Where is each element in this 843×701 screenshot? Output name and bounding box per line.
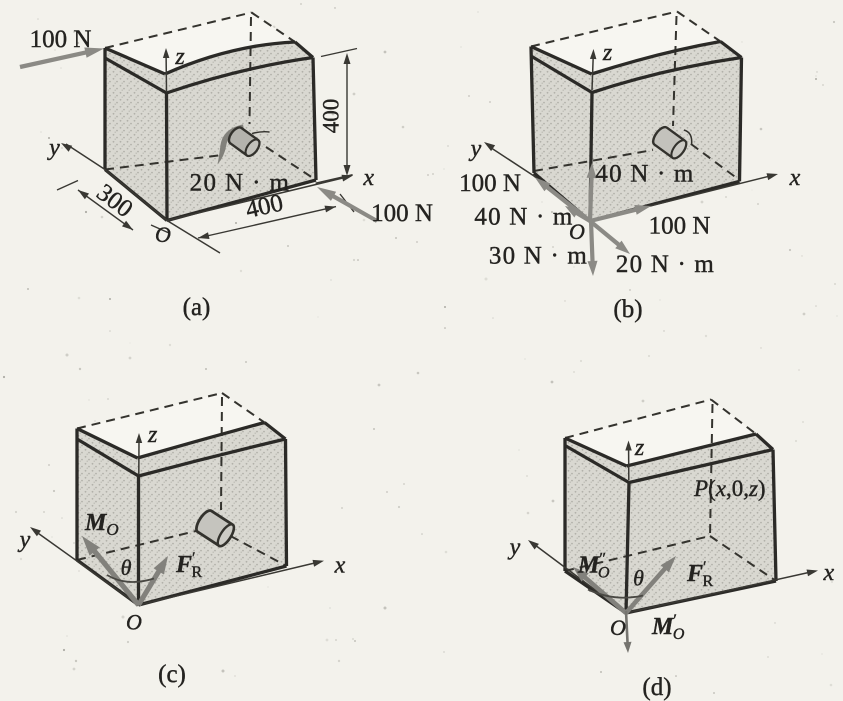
svg-text:F′R: F′R — [686, 559, 714, 590]
svg-text:40 N · m: 40 N · m — [474, 204, 573, 231]
svg-text:100 N: 100 N — [649, 213, 711, 240]
svg-text:(d): (d) — [642, 674, 671, 701]
svg-text:O: O — [610, 615, 626, 640]
svg-text:z: z — [634, 435, 645, 461]
svg-text:x: x — [822, 560, 834, 586]
svg-text:y: y — [469, 136, 482, 162]
svg-text:(a): (a) — [183, 294, 211, 321]
svg-text:(b): (b) — [613, 296, 642, 323]
svg-text:O: O — [126, 610, 142, 635]
svg-text:x: x — [362, 165, 374, 191]
svg-text:O: O — [569, 219, 585, 244]
svg-text:(c): (c) — [158, 661, 186, 688]
svg-text:y: y — [508, 535, 521, 561]
svg-text:100 N: 100 N — [371, 200, 433, 227]
svg-text:x: x — [789, 165, 801, 191]
svg-text:z: z — [602, 40, 613, 66]
svg-text:M′O: M′O — [651, 612, 685, 643]
svg-text:y: y — [18, 527, 31, 553]
svg-text:θ: θ — [121, 555, 132, 580]
svg-text:P(x,0,z): P(x,0,z) — [693, 476, 766, 501]
svg-text:z: z — [174, 44, 185, 70]
svg-text:20 N · m: 20 N · m — [616, 251, 715, 278]
svg-text:MO: MO — [84, 510, 119, 539]
svg-text:O: O — [155, 222, 171, 247]
svg-text:y: y — [47, 135, 60, 161]
svg-text:400: 400 — [319, 99, 344, 134]
svg-text:30 N · m: 30 N · m — [489, 243, 588, 270]
svg-text:100 N: 100 N — [30, 26, 92, 53]
svg-text:x: x — [334, 553, 346, 579]
svg-text:M″O: M″O — [577, 551, 610, 582]
svg-text:θ: θ — [633, 566, 644, 591]
svg-text:F′R: F′R — [175, 550, 203, 581]
svg-text:100 N: 100 N — [459, 170, 521, 197]
svg-text:40 N · m: 40 N · m — [595, 161, 694, 188]
svg-text:20 N · m: 20 N · m — [190, 170, 291, 197]
svg-text:z: z — [147, 422, 158, 448]
